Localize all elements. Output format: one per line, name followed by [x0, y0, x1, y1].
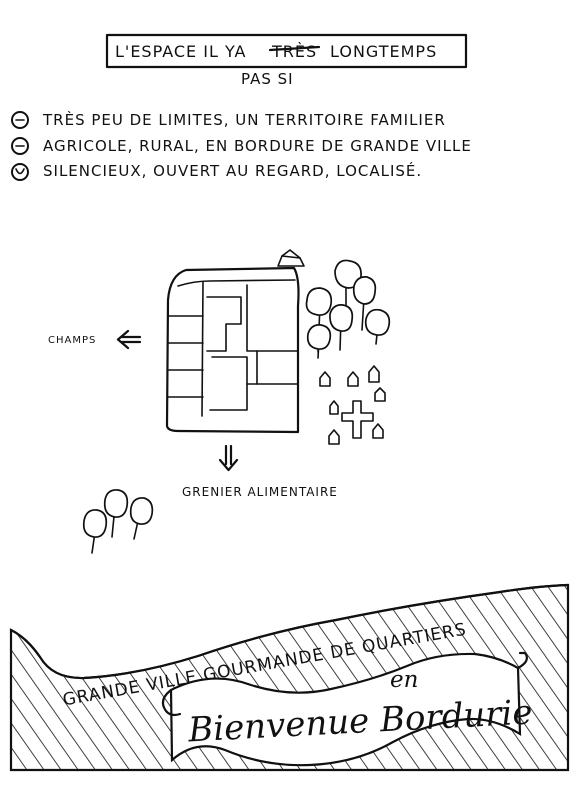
- field-line: [177, 279, 296, 287]
- banner-scroll: [169, 652, 522, 767]
- small-house-icon: [374, 387, 386, 402]
- small-house-icon: [368, 365, 380, 383]
- village-cluster: [319, 365, 386, 445]
- small-house-icon: [319, 371, 331, 387]
- tree-icon: [129, 497, 154, 540]
- bullet-item-2: AGRICOLE, RURAL, EN BORDURE DE GRANDE VI…: [11, 137, 472, 155]
- farmhouse-roof: [281, 249, 301, 259]
- circle-bullet-icon: [11, 111, 29, 129]
- title-text-part1: L'ESPACE IL YA: [115, 42, 246, 61]
- banner-curl-left: [161, 688, 182, 717]
- fields-label-group: CHAMPS: [48, 329, 142, 350]
- small-house-icon: [347, 371, 359, 387]
- small-house-icon: [328, 429, 340, 445]
- field-outline: [165, 266, 300, 434]
- field-line: [201, 281, 204, 417]
- tree-cluster-left: [82, 489, 154, 554]
- title-correction: PAS SI: [241, 70, 294, 88]
- title-struck-word: TRÈS: [271, 42, 317, 61]
- double-left-arrow-icon: [116, 329, 142, 350]
- strike-through-line: [268, 45, 321, 52]
- city-boundary: [9, 583, 570, 680]
- tree-cluster-right: [305, 259, 391, 359]
- tree-icon: [82, 509, 108, 554]
- circle-bullet-icon: [11, 137, 29, 155]
- field-line: [209, 356, 248, 411]
- granary-label-group: GRENIER ALIMENTAIRE: [182, 444, 338, 499]
- bullet-mark: [15, 168, 25, 175]
- field-line: [246, 284, 299, 352]
- fields-label: CHAMPS: [48, 335, 96, 346]
- title-frame: [105, 33, 468, 69]
- bullet-list: TRÈS PEU DE LIMITES, UN TERRITOIRE FAMIL…: [11, 110, 472, 181]
- tree-icon: [329, 304, 354, 351]
- small-house-icon: [372, 423, 384, 439]
- granary-label: GRENIER ALIMENTAIRE: [182, 485, 338, 499]
- title-box: L'ESPACE IL YA TRÈS LONGTEMPS PAS SI: [105, 33, 468, 88]
- tree-icon: [352, 276, 377, 331]
- title-text-part2: LONGTEMPS: [330, 42, 437, 61]
- bullet-text-2: AGRICOLE, RURAL, EN BORDURE DE GRANDE VI…: [43, 137, 472, 155]
- tree-icon: [103, 489, 129, 538]
- circle-bullet-icon: [11, 163, 29, 181]
- small-house-icon: [329, 400, 339, 415]
- cross-icon: [341, 400, 374, 439]
- tree-icon: [306, 324, 332, 359]
- field-line: [206, 296, 242, 352]
- bullet-item-3: SILENCIEUX, OUVERT AU REGARD, LOCALISÉ.: [11, 161, 422, 181]
- bullet-text-3: SILENCIEUX, OUVERT AU REGARD, LOCALISÉ.: [43, 161, 422, 180]
- bullet-item-1: TRÈS PEU DE LIMITES, UN TERRITOIRE FAMIL…: [11, 110, 446, 129]
- double-down-arrow-icon: [218, 444, 239, 472]
- banner-small-text: en: [390, 667, 418, 693]
- field-plot-map: [165, 249, 305, 434]
- banner-curl-right: [516, 651, 528, 670]
- tree-icon: [364, 308, 391, 345]
- bullet-text-1: TRÈS PEU DE LIMITES, UN TERRITOIRE FAMIL…: [42, 110, 446, 129]
